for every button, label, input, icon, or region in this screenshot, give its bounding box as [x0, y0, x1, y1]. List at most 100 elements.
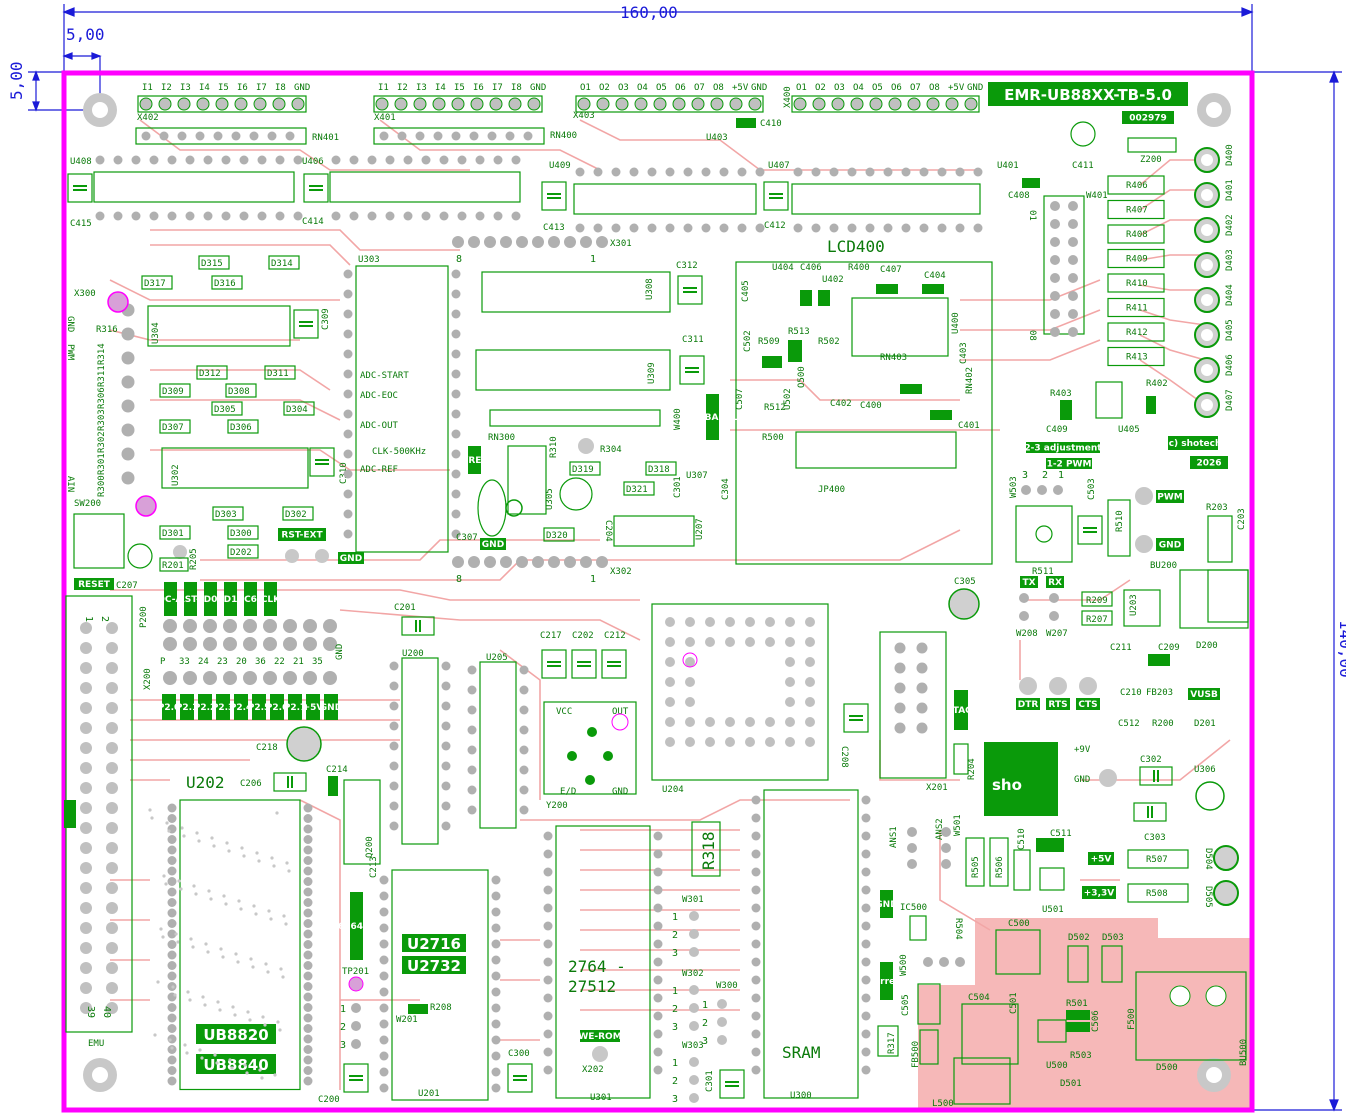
cts-tag: CTS — [1076, 698, 1100, 710]
u204-pin — [685, 617, 695, 627]
ref-r304: R304 — [600, 445, 622, 455]
u202-pin-left — [167, 877, 177, 886]
bu200-body — [1179, 569, 1249, 629]
cts-testpoint — [1079, 677, 1097, 695]
rx-tag: RX — [1046, 576, 1064, 588]
ref-d200: D200 — [1196, 641, 1218, 651]
x200-tag-bg — [306, 694, 320, 720]
u406-pin-top — [421, 155, 431, 165]
lcd-smd — [818, 290, 830, 306]
u205-pin-right — [519, 785, 529, 795]
emu-num: 2 — [99, 616, 110, 622]
p200-pin-b — [223, 637, 237, 651]
x400-pin — [793, 97, 807, 111]
ref-y200: Y200 — [546, 801, 568, 811]
w401-pin-b — [1068, 327, 1078, 337]
u201-pin-right — [491, 1067, 501, 1077]
x201-body — [879, 631, 947, 779]
u202-pin-right — [303, 1076, 313, 1086]
emu-pin — [80, 622, 92, 634]
led-resistor — [1107, 322, 1165, 342]
u204-pin — [765, 737, 775, 747]
u409-pin-top — [593, 167, 603, 177]
u407-pin-top — [811, 167, 821, 177]
ref-c411: C411 — [1072, 161, 1094, 171]
ref-q200: Q200 — [365, 836, 375, 858]
ref-c204: C204 — [603, 520, 613, 542]
ref-w503: W503 — [1009, 476, 1019, 498]
u300-pin-right — [861, 831, 871, 841]
w401-pin-b — [1068, 237, 1078, 247]
u204-pin — [665, 717, 675, 727]
u2732-tag: U2732 — [402, 956, 466, 975]
gnd-tag-left-bg — [338, 552, 364, 564]
ref-u204: U204 — [662, 785, 684, 795]
gnd-label-x200: GND — [335, 644, 345, 660]
u408-pin-bottom — [131, 211, 141, 221]
diode-outline — [212, 506, 244, 521]
gnd-tag-left: GND — [338, 552, 364, 564]
x402-pin — [215, 97, 229, 111]
emu-pin — [106, 782, 118, 794]
u301-pin-right — [653, 903, 663, 913]
x200-tag: P2.2 — [194, 694, 216, 720]
c511-pad — [1036, 838, 1064, 852]
y200-pin — [587, 727, 597, 737]
p200-label-bg — [264, 582, 277, 616]
x200-tag-text: P2.7 — [284, 703, 307, 713]
p200-pin-a — [243, 619, 257, 633]
ref-w500: W500 — [899, 954, 909, 976]
w-num: 2 — [672, 1076, 678, 1087]
via — [167, 829, 171, 833]
x200-tag: P2.4 — [230, 694, 252, 720]
c309 — [293, 309, 319, 339]
u202-pin-right — [303, 1013, 313, 1023]
r501-pad — [1066, 1010, 1090, 1020]
x403-pin-label: O5 — [656, 83, 667, 93]
u200-pin-left — [389, 681, 399, 691]
u204-pin — [805, 717, 815, 727]
w-num: 1 — [340, 1004, 346, 1015]
u204-pin — [725, 737, 735, 747]
u204-pin — [785, 697, 795, 707]
x403-pin-label: O2 — [599, 83, 610, 93]
c414 — [303, 173, 329, 203]
adc-ref-label: ADC-REF — [360, 465, 398, 475]
ref-lcd400: LCD400 — [827, 237, 885, 256]
u204-pin — [685, 677, 695, 687]
x200-tag-text: P2.6 — [266, 703, 289, 713]
w500-pin — [923, 957, 933, 967]
led-resistor-label: R411 — [1126, 304, 1148, 314]
board-title-text: EMR-UB88XX-TB-5.0 — [1004, 86, 1172, 104]
u301-pin-left — [543, 993, 553, 1003]
c412 — [763, 181, 789, 211]
u407-pin-top — [793, 167, 803, 177]
x200-tag-bg — [270, 694, 284, 720]
fb500-body — [919, 1029, 939, 1065]
w503-tick: 1 — [1058, 470, 1064, 481]
plus5v-tag: +5V — [1088, 852, 1114, 865]
emu-num: 1 — [83, 616, 94, 622]
c415 — [67, 173, 93, 203]
lcd-part-label: C502 — [743, 330, 753, 352]
x301-col: 8 — [456, 254, 462, 265]
p200-num: 36 — [255, 657, 266, 667]
x200-tag-bg — [324, 694, 338, 720]
u204-pin — [665, 697, 675, 707]
ref-z200: Z200 — [1140, 155, 1162, 165]
jumper-pin — [689, 1021, 699, 1031]
p200-label-bg — [164, 582, 177, 616]
xtal-tag-bg — [350, 892, 363, 960]
ref-c301b: C301 — [705, 1070, 715, 1092]
p200-label: D0 — [204, 582, 217, 616]
r507-body — [1127, 849, 1189, 869]
jumper-pin — [689, 985, 699, 995]
adjustment-tag: 2-3 adjustment — [1024, 442, 1102, 454]
u303-pin-right — [451, 309, 461, 319]
via — [230, 1066, 234, 1070]
diode-label: D316 — [214, 279, 236, 289]
diode-label: D308 — [228, 387, 250, 397]
u407-pin-bottom — [955, 223, 965, 233]
ref-u406: U406 — [302, 157, 324, 167]
